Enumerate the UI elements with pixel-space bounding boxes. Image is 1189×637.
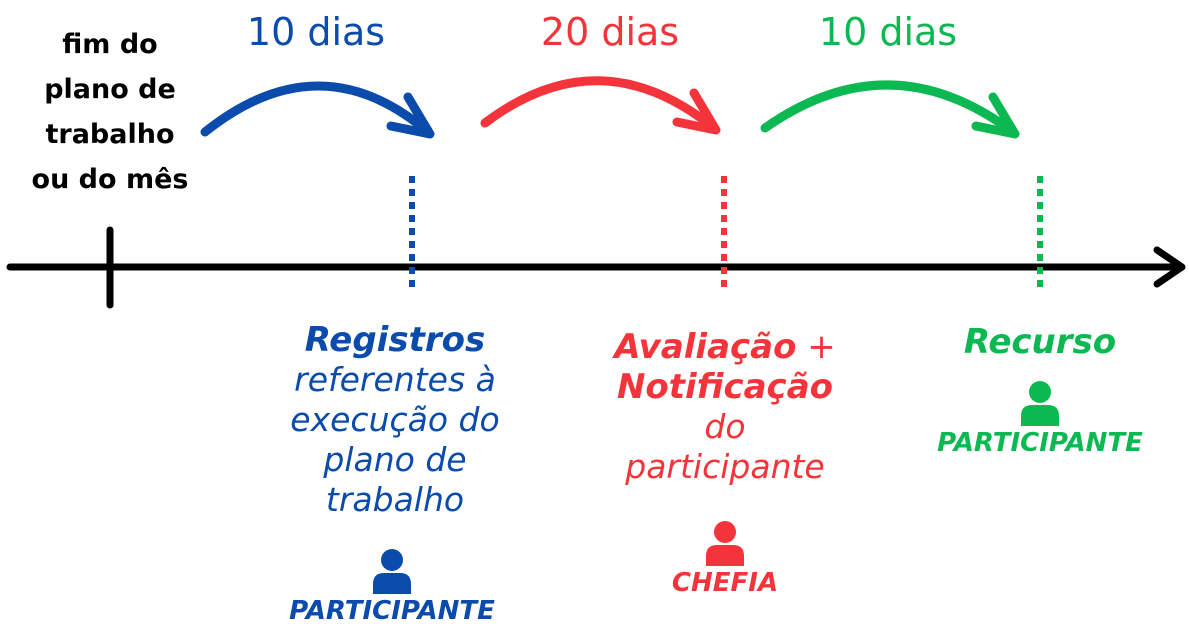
phase-description-avaliacao: Avaliação + Notificação do participante [575, 327, 875, 487]
role-label: PARTICIPANTE [937, 428, 1143, 458]
plus-sign: + [796, 327, 836, 367]
role-block-avaliacao: CHEFIA [595, 520, 855, 600]
role-label: CHEFIA [671, 568, 779, 598]
phase-arrow-blue [200, 81, 435, 139]
phase-title: Registros [304, 320, 486, 360]
role-block-recurso: PARTICIPANTE [905, 380, 1175, 460]
person-icon [1021, 381, 1059, 426]
phase-description-recurso: Recurso [920, 322, 1160, 362]
phase-title-line: Avaliação + [575, 327, 875, 367]
person-icon [706, 521, 744, 566]
phase-title: Recurso [963, 322, 1117, 362]
timeline-arrowhead [1153, 246, 1186, 288]
phase-title-word: Avaliação [614, 327, 797, 367]
start-label-line: trabalho [45, 119, 175, 150]
start-label-line: ou do mês [31, 164, 189, 195]
phase-description-line: execução do [290, 400, 500, 439]
start-label-line: plano de [44, 74, 176, 105]
duration-label-registros: 10 dias [246, 10, 386, 54]
phase-title-line: Notificação [616, 367, 834, 407]
phase-description-line: do [704, 407, 746, 446]
phase-description-line: participante [625, 447, 825, 486]
start-label-line: fim do [62, 29, 158, 60]
person-icon [373, 549, 411, 594]
role-label: PARTICIPANTE [289, 596, 495, 626]
phase-arrow-red [480, 76, 721, 135]
duration-label-avaliacao: 20 dias [540, 10, 680, 54]
duration-label-recurso: 10 dias [818, 10, 958, 54]
start-label: fim do plano de trabalho ou do mês [20, 22, 200, 202]
phase-description-registros: Registros referentes à execução do plano… [250, 320, 540, 520]
phase-description-line: referentes à [294, 360, 496, 399]
phase-description-line: trabalho [325, 480, 465, 519]
phase-arrow-green [760, 80, 1020, 139]
role-block-registros: PARTICIPANTE [262, 548, 522, 628]
phase-description-line: plano de [323, 440, 467, 479]
